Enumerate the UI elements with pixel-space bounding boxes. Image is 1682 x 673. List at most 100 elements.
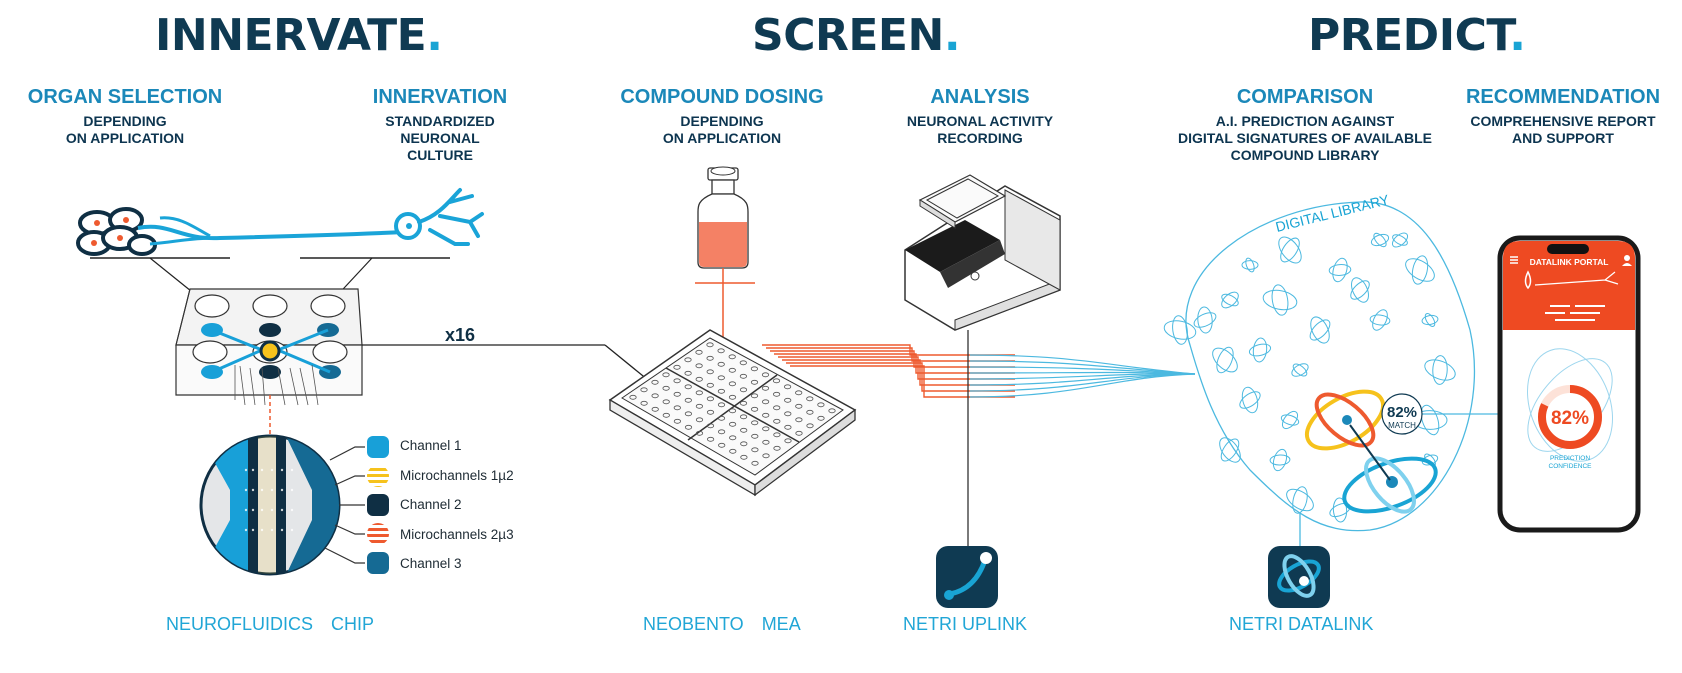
mea-well	[706, 369, 714, 375]
mea-well	[728, 421, 737, 427]
mea-well	[828, 408, 836, 414]
confidence-label-line-1: PREDICTION	[1550, 455, 1590, 462]
step-desc: DEPENDING ON APPLICATION	[25, 113, 225, 147]
stage-title-dot: .	[426, 10, 443, 61]
mea-well	[651, 406, 659, 412]
compound-vial-illustration	[695, 166, 755, 385]
signal-line-orange	[778, 356, 1015, 380]
mea-well	[684, 424, 693, 430]
mea-well	[795, 430, 803, 436]
signal-line-orange	[790, 365, 1015, 398]
mea-well	[784, 424, 792, 430]
channel-legend	[367, 436, 389, 574]
signal-line-blue	[969, 373, 1196, 386]
library-orbit	[1421, 314, 1439, 326]
library-orbit	[1373, 232, 1387, 248]
legend-label-microchannels-1-2: Microchannels 1µ2	[400, 468, 514, 483]
mea-well	[695, 403, 704, 409]
mea-well	[717, 388, 726, 394]
mea-well	[684, 411, 693, 417]
mea-well	[673, 405, 681, 411]
step-title: ANALYSIS	[930, 86, 1030, 108]
mea-well	[695, 349, 703, 355]
legend-swatch-microchannels-1-2	[367, 465, 389, 487]
legend-swatch-channel-1	[367, 436, 389, 458]
mea-well	[750, 366, 759, 372]
mea-well	[706, 409, 715, 415]
step-desc: NEURONAL ACTIVITY RECORDING	[890, 113, 1070, 147]
mea-well	[739, 400, 748, 406]
mea-well	[750, 406, 759, 412]
mea-well	[728, 381, 737, 387]
step-desc-line: COMPOUND LIBRARY	[1230, 147, 1380, 163]
mea-well	[739, 373, 748, 379]
mea-well	[739, 414, 748, 420]
library-orbit	[1221, 293, 1239, 307]
mea-well	[706, 396, 715, 402]
signal-line-blue	[969, 371, 1196, 375]
mea-well	[762, 453, 770, 459]
step-desc-line: RECORDING	[937, 130, 1023, 146]
mea-well	[750, 393, 759, 399]
step-analysis: ANALYSIS NEURONAL ACTIVITY RECORDING	[890, 86, 1070, 147]
mea-well	[651, 379, 659, 385]
stage-title-dot: .	[1509, 10, 1526, 61]
mea-well	[761, 372, 770, 378]
mea-well	[695, 390, 703, 396]
mea-well	[729, 435, 737, 441]
library-orbit	[1262, 289, 1298, 311]
neurofluidics-chip-illustration	[175, 288, 649, 436]
mea-well	[762, 439, 770, 445]
library-orbit	[1221, 291, 1239, 309]
mea-well	[640, 400, 648, 406]
product-name: NEUROFLUIDICS	[166, 614, 314, 634]
step-desc-line: ON APPLICATION	[65, 130, 185, 146]
signal-line-blue	[969, 373, 1196, 392]
legend-swatch-channel-3	[367, 552, 389, 574]
step-desc: COMPREHENSIVE REPORT AND SUPPORT	[1463, 113, 1663, 147]
legend-swatch-channel-2	[367, 494, 389, 516]
stage-title-text: PREDICT	[1308, 10, 1510, 61]
match-molecule	[1305, 389, 1438, 514]
step-title: COMPOUND DOSING	[620, 86, 824, 108]
step-title: ORGAN SELECTION	[27, 86, 223, 108]
mea-well	[773, 445, 781, 451]
mea-well	[739, 360, 747, 366]
mea-well	[784, 411, 792, 417]
step-comparison: COMPARISON A.I. PREDICTION AGAINST DIGIT…	[1175, 86, 1435, 164]
library-orbit	[1424, 359, 1456, 381]
stage-title-screen: SCREEN.	[752, 10, 961, 61]
legend-swatch-microchannels-2-3	[367, 523, 389, 545]
mea-well	[706, 342, 714, 348]
digital-library-label: DIGITAL LIBRARY	[1274, 191, 1391, 235]
mea-well	[629, 394, 637, 400]
mea-well	[717, 415, 726, 421]
product-name: NEOBENTO	[643, 614, 744, 634]
mea-well	[640, 387, 648, 393]
mea-well	[762, 412, 770, 418]
mea-well	[706, 355, 714, 361]
library-orbit	[1212, 347, 1238, 373]
mea-well	[773, 418, 781, 424]
mea-well	[740, 454, 748, 460]
match-label: MATCH	[1388, 421, 1416, 430]
mea-well	[717, 402, 726, 408]
product-netri-uplink: NETRI UPLINK	[903, 614, 1027, 635]
step-title: COMPARISON	[1236, 86, 1374, 108]
mea-well	[784, 397, 792, 403]
neuron-illustration	[76, 188, 484, 317]
library-orbit	[1432, 355, 1448, 385]
library-orbit	[1220, 438, 1240, 462]
step-desc-line: ON APPLICATION	[662, 130, 782, 146]
library-orbit	[1216, 346, 1234, 374]
step-desc-line: NEURONAL ACTIVITY	[906, 113, 1054, 129]
library-orbit	[1392, 234, 1408, 246]
mea-well	[673, 391, 681, 397]
library-orbit	[1281, 410, 1299, 430]
legend-label-channel-1: Channel 1	[400, 438, 462, 453]
stage-title-dot: .	[943, 10, 961, 61]
mea-well	[695, 363, 703, 369]
product-netri-datalink: NETRI DATALINK	[1229, 614, 1373, 635]
multiplier-label: x16	[445, 325, 475, 345]
